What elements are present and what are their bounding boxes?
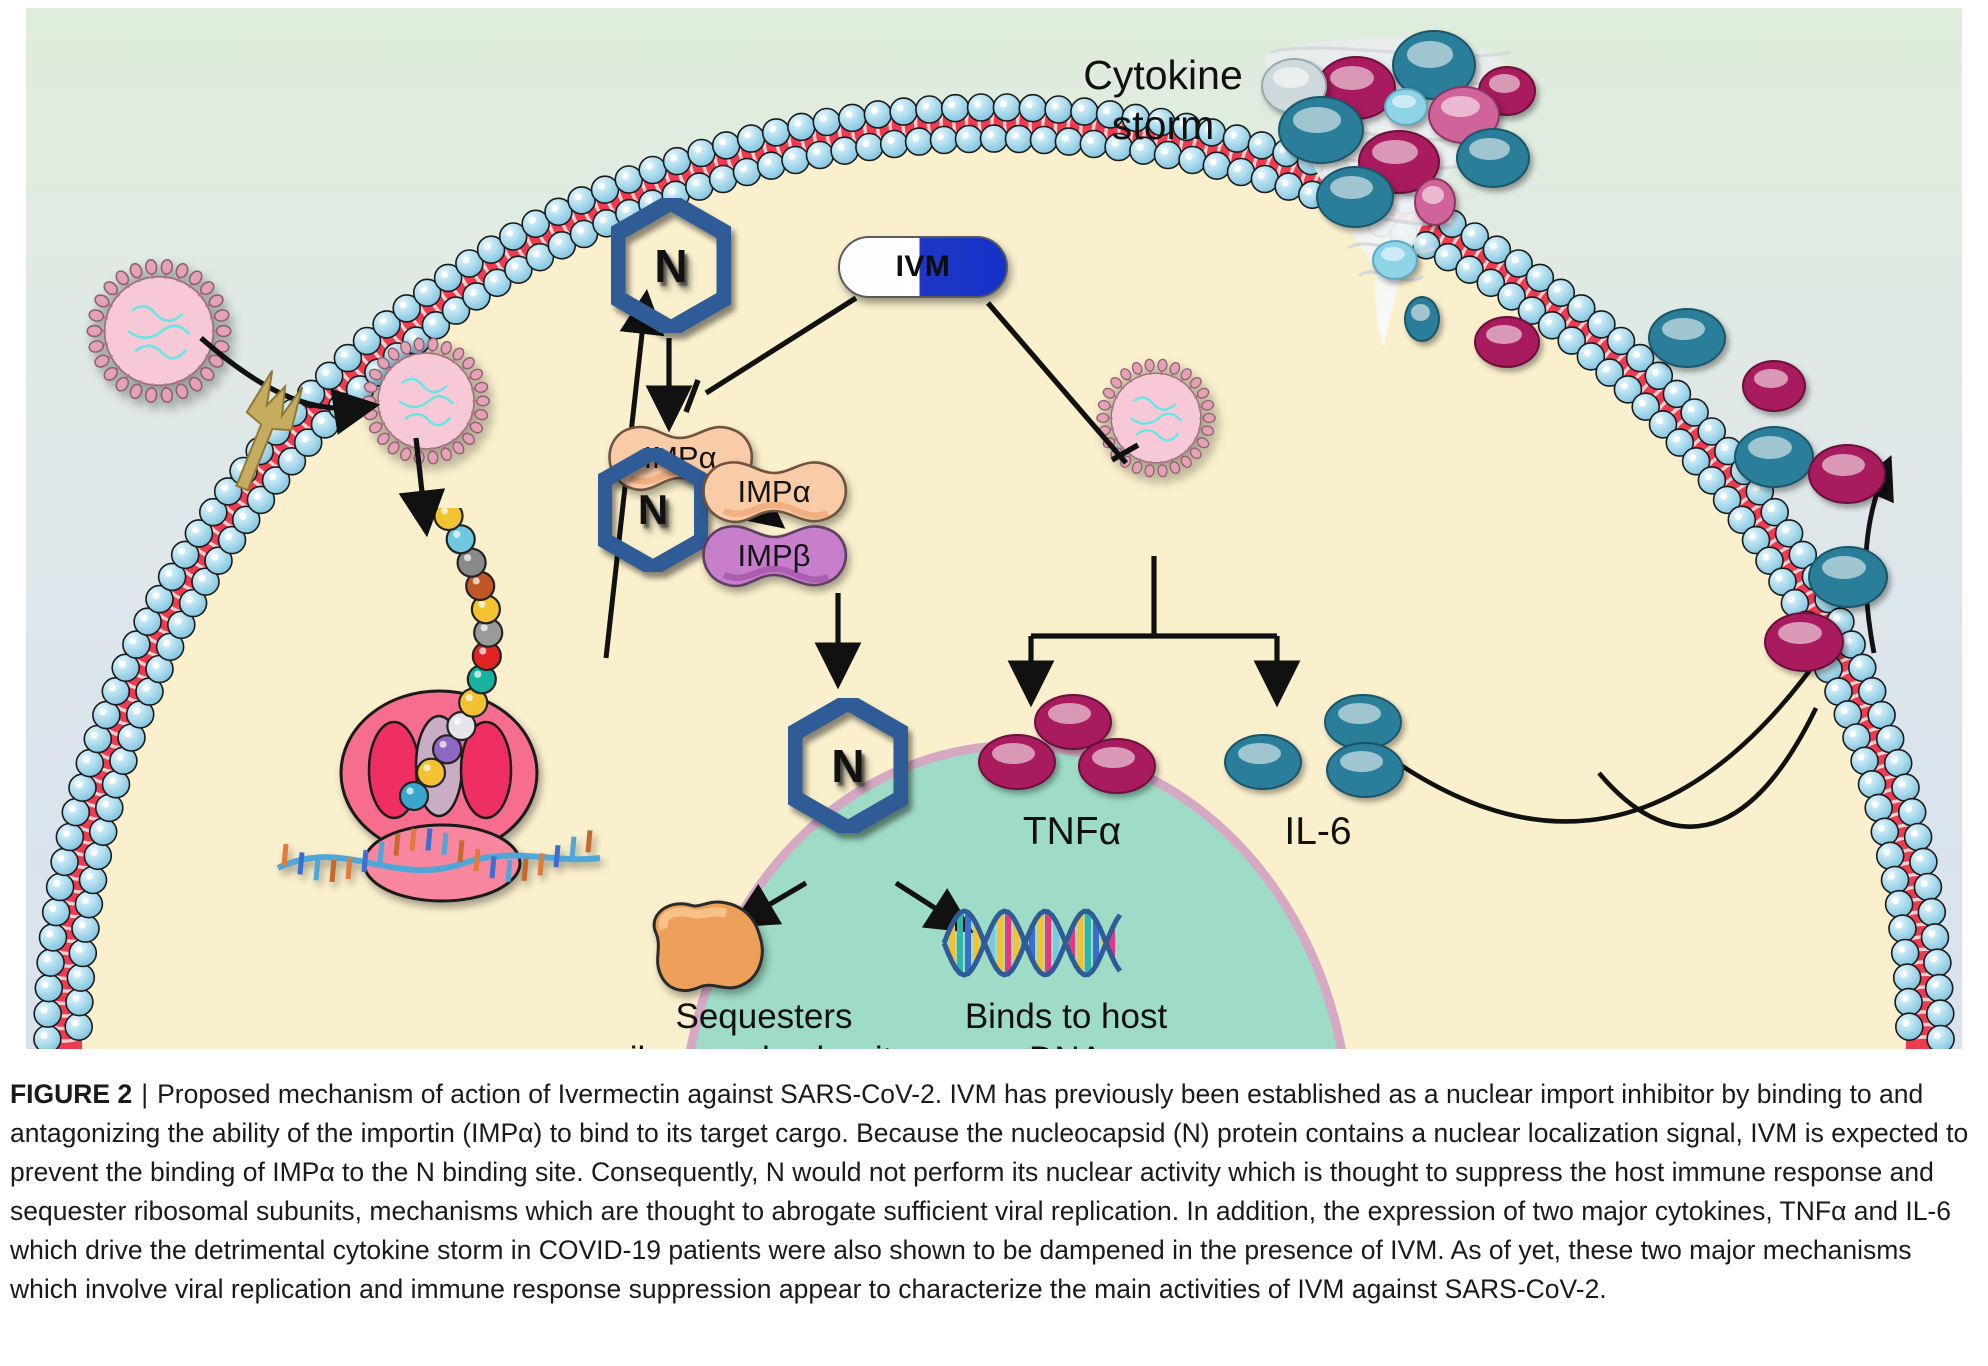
virion-cytokine-inducer bbox=[1096, 358, 1216, 478]
ribosomal-subunit-icon bbox=[652, 900, 764, 992]
importin-beta-bound[interactable]: IMPβ bbox=[694, 520, 854, 592]
nucleocapsid-protein-n-nucleus[interactable]: N bbox=[785, 692, 911, 839]
nucleocapsid-protein-n-cytoplasm[interactable]: N bbox=[608, 192, 734, 339]
virion-intracellular bbox=[362, 337, 490, 465]
tnfa-cytokine-group bbox=[972, 690, 1172, 800]
n-label: N bbox=[654, 239, 688, 292]
sequesters-ribosomal-subunits-label: Sequesters ribosomal subunits bbox=[618, 997, 910, 1049]
caption-text: Proposed mechanism of action of Ivermect… bbox=[10, 1079, 1969, 1304]
il6-label: IL-6 bbox=[1284, 810, 1352, 853]
impa-label: IMPα bbox=[737, 474, 811, 509]
n-label: N bbox=[831, 739, 865, 792]
importin-alpha-bound[interactable]: IMPα bbox=[694, 456, 854, 528]
tnfa-label: TNFα bbox=[1022, 810, 1122, 853]
il6-cytokine-group bbox=[1218, 690, 1418, 800]
caption-separator: | bbox=[141, 1079, 149, 1109]
impb-label: IMPβ bbox=[737, 538, 811, 573]
binds-to-host-dna-label: Binds to host DNA bbox=[964, 997, 1168, 1049]
figure-caption: FIGURE 2 |Proposed mechanism of action of… bbox=[10, 1075, 1978, 1309]
cytokine-storm-label: Cytokine storm bbox=[1083, 52, 1243, 149]
figure-image-panel: N IVM IMPα N IMPα bbox=[26, 8, 1962, 1049]
ivm-label: IVM bbox=[895, 250, 951, 283]
host-dna-helix-icon bbox=[941, 908, 1123, 978]
escaped-cytokines bbox=[1586, 268, 1926, 708]
ace2-receptor-icon bbox=[196, 363, 326, 503]
figure-number: FIGURE 2 bbox=[10, 1079, 133, 1109]
nucleocapsid-protein-n-bound[interactable]: N bbox=[596, 442, 710, 578]
ivm-drug-capsule[interactable]: IVM bbox=[838, 236, 1008, 298]
n-label: N bbox=[637, 486, 669, 533]
